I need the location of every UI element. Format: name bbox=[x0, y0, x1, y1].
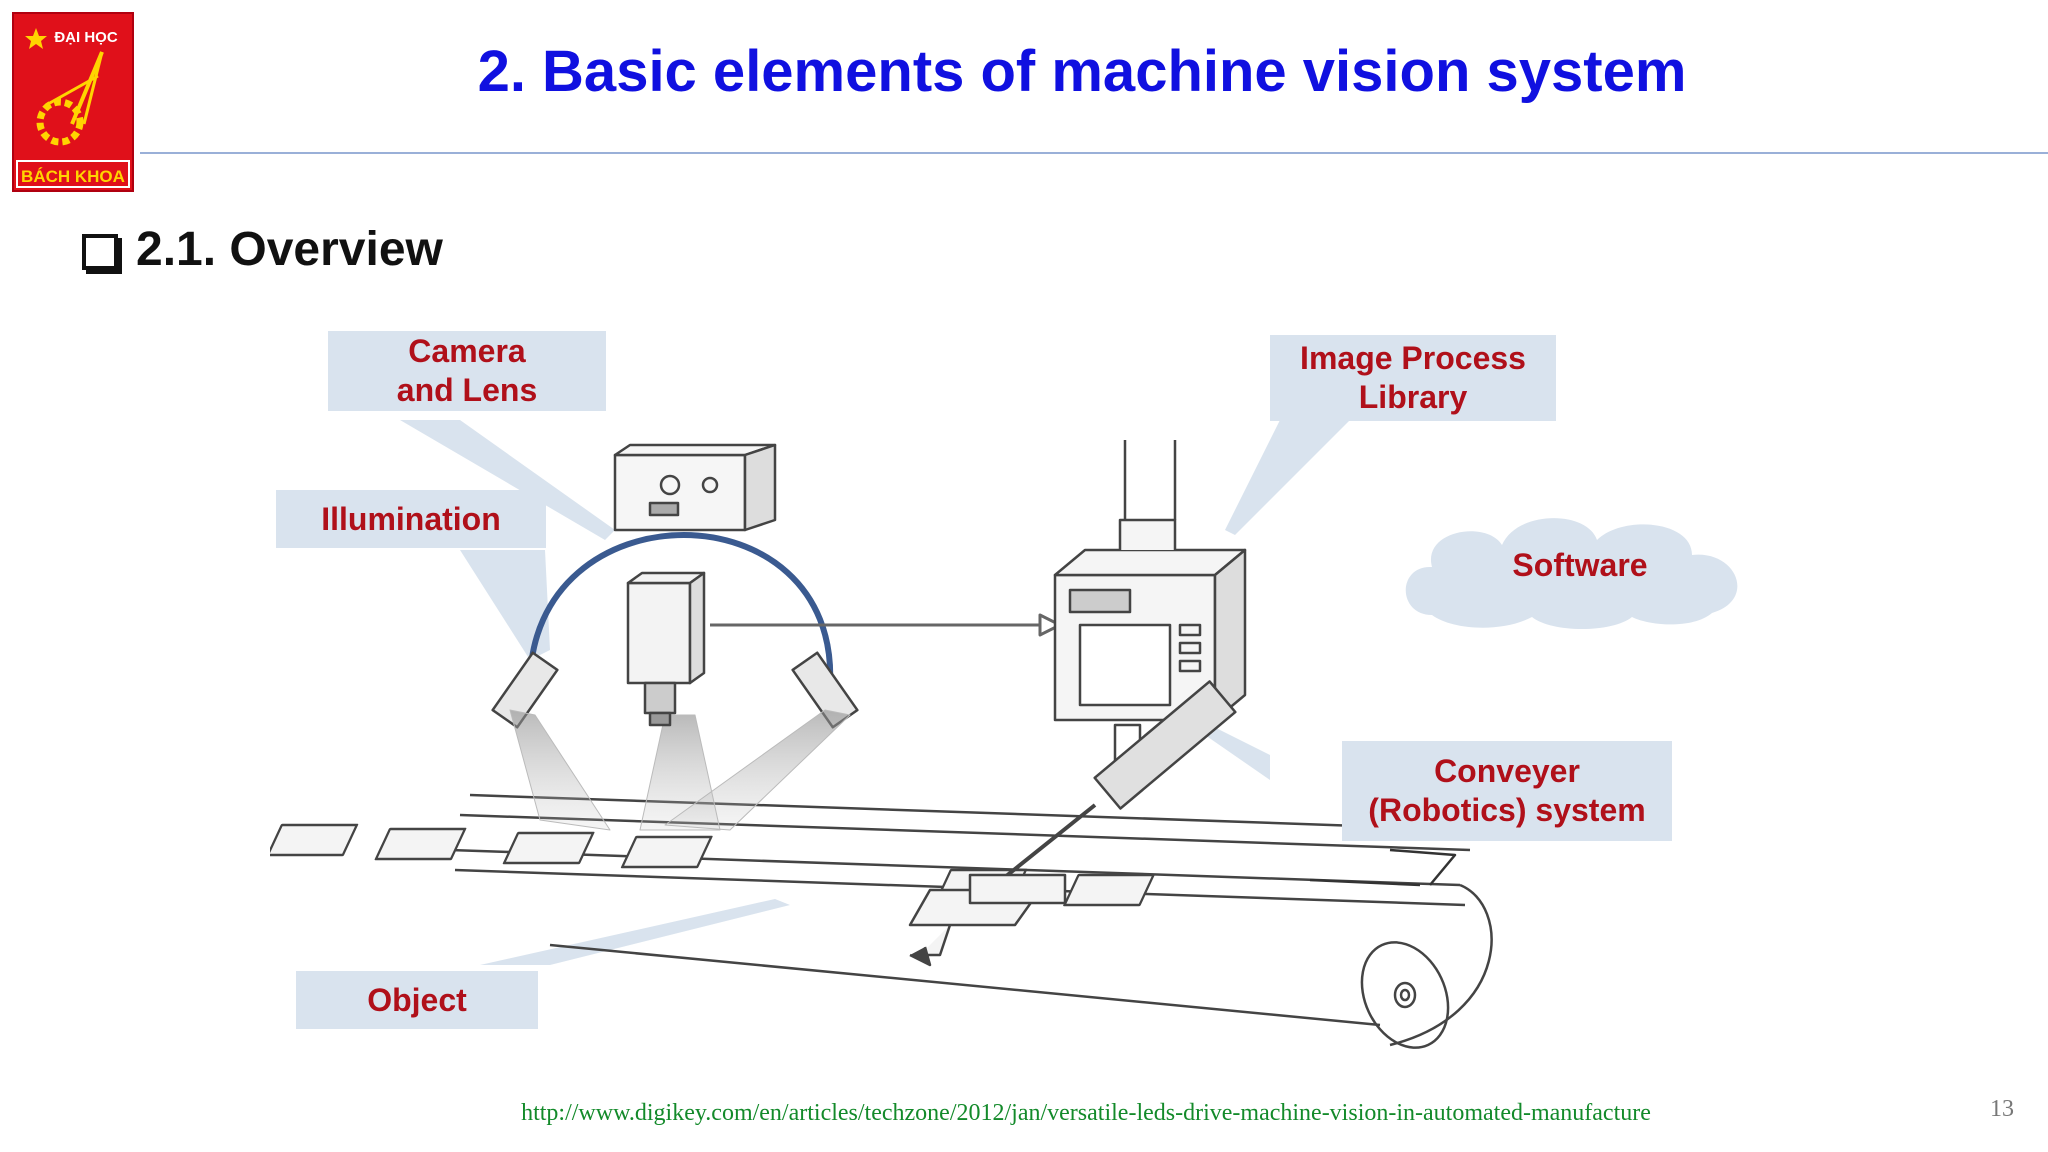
light-controller bbox=[613, 443, 777, 532]
illumination-pointer bbox=[460, 550, 550, 660]
bach-khoa-logo-icon: ĐẠI HỌC BÁCH KHOA bbox=[12, 12, 134, 192]
conveyer-pointer bbox=[1205, 725, 1270, 780]
callout-camera-and-lens: Camera and Lens bbox=[328, 331, 606, 411]
section-heading-text: 2.1. Overview bbox=[136, 223, 443, 276]
callout-software: Software bbox=[1512, 546, 1648, 583]
vision-computer bbox=[1053, 440, 1247, 722]
page-number: 13 bbox=[1990, 1096, 2014, 1122]
callout-image-process-library: Image Process Library bbox=[1270, 335, 1556, 421]
checkbox-bullet-icon bbox=[82, 233, 118, 270]
image-process-pointer bbox=[1225, 420, 1350, 535]
university-logo: ĐẠI HỌC BÁCH KHOA bbox=[12, 12, 134, 192]
object-pointer bbox=[480, 899, 790, 965]
camera-pointer bbox=[400, 420, 615, 540]
section-heading: 2.1. Overview bbox=[82, 222, 443, 277]
svg-text:ĐẠI HỌC: ĐẠI HỌC bbox=[54, 29, 118, 46]
software-cloud-icon bbox=[1405, 518, 1738, 629]
machine-vision-illustration bbox=[270, 420, 1493, 1049]
title-divider bbox=[140, 152, 2048, 154]
camera bbox=[626, 571, 706, 727]
machine-vision-diagram: Camera and Lens Illumination Image Proce… bbox=[270, 325, 1770, 1055]
callout-conveyer-system: Conveyer (Robotics) system bbox=[1342, 741, 1672, 841]
callout-object: Object bbox=[296, 971, 538, 1029]
push-actuator bbox=[968, 680, 1237, 905]
slide-title: 2. Basic elements of machine vision syst… bbox=[477, 39, 1687, 104]
callout-illumination: Illumination bbox=[276, 490, 546, 548]
svg-text:BÁCH KHOA: BÁCH KHOA bbox=[21, 167, 125, 186]
source-link[interactable]: http://www.digikey.com/en/articles/techz… bbox=[521, 1100, 1651, 1126]
